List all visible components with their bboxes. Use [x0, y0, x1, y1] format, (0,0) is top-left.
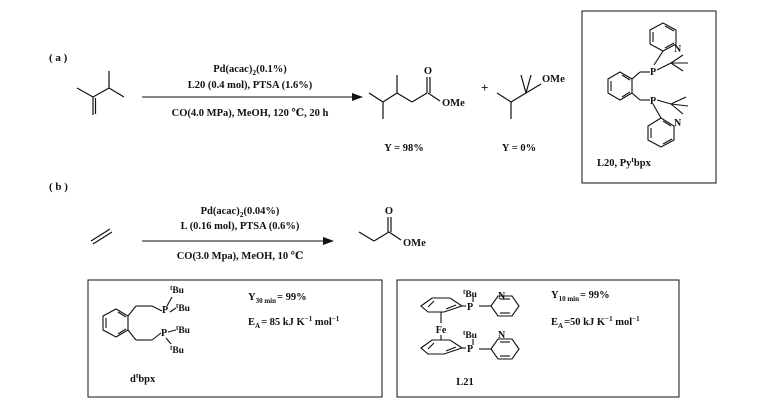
conditions-a-line2: L20 (0.4 mol), PTSA (1.6%) [188, 80, 313, 91]
product1-carbonyl-o: O [424, 66, 432, 77]
l21-tbu-top: tBu [463, 288, 478, 300]
l20-pyridine-n-bottom: N [674, 118, 682, 129]
ligand-l20-box [581, 10, 717, 184]
l21-caption: L21 [456, 377, 474, 388]
conditions-b-line1: Pd(acac)2(0.04%) [201, 206, 280, 219]
dtbpx-phosphorus-top: P [162, 305, 168, 316]
product-ester-structure [368, 75, 441, 119]
product2-ome: OMe [542, 74, 565, 85]
conditions-b-line3: CO(3.0 Mpa), MeOH, 10 ℃ [177, 251, 304, 262]
product1-ome: OMe [442, 98, 465, 109]
reaction-arrow-b [142, 237, 334, 245]
l20-phosphorus-bottom: P [650, 96, 656, 107]
product-ether-structure [496, 74, 542, 119]
dtbpx-phosphorus-bottom: P [161, 328, 167, 339]
l20-caption: L20, Pytbpx [597, 155, 652, 169]
conditions-a-line3: CO(4.0 MPa), MeOH, 120 ℃, 20 h [172, 108, 329, 119]
yield-product2: Y = 0% [502, 143, 536, 154]
plus-sign: + [481, 80, 488, 95]
dtbpx-structure [102, 296, 177, 345]
l20-phosphorus-top: P [650, 67, 656, 78]
l21-phosphorus-bottom: P [467, 344, 473, 355]
dtbpx-tbu-4: tBu [170, 344, 185, 356]
l20-pyridine-n-top: N [674, 44, 682, 55]
ethylene-structure [90, 228, 113, 245]
part-a-label: ( a ) [49, 52, 68, 64]
yield-product1: Y = 98% [384, 143, 423, 154]
dtbpx-activation-energy: EA= 85 kJ K−1 mol−1 [248, 315, 340, 330]
l21-pyridine-n-bottom: N [498, 330, 506, 341]
l21-iron: Fe [436, 325, 447, 336]
ligand-l21-box [396, 279, 680, 398]
conditions-b-line2: L (0.16 mol), PTSA (0.6%) [181, 221, 300, 232]
dtbpx-yield: Y30 min= 99% [248, 292, 307, 305]
dtbpx-tbu-1: tBu [170, 284, 185, 296]
tetramethylethylene-structure [76, 71, 125, 115]
dtbpx-tbu-3: tBu [176, 324, 191, 336]
propanoate-carbonyl-o: O [385, 206, 393, 217]
l21-pyridine-n-top: N [498, 291, 506, 302]
l21-structure [420, 294, 520, 360]
l21-yield: Y10 min= 99% [551, 290, 610, 303]
propanoate-ome: OMe [403, 238, 426, 249]
conditions-a-line1: Pd(acac)2(0.1%) [213, 64, 287, 77]
methyl-propanoate-structure [358, 217, 402, 242]
l21-tbu-bottom: tBu [463, 329, 478, 341]
reaction-arrow-a [142, 93, 363, 101]
dtbpx-caption: dtbpx [130, 371, 156, 385]
l21-activation-energy: EA=50 kJ K−1 mol−1 [551, 315, 640, 330]
ligand-dtbpx-box [87, 279, 383, 398]
l21-phosphorus-top: P [467, 302, 473, 313]
ligand-l20-structure [607, 22, 689, 148]
part-b-label: ( b ) [49, 181, 68, 193]
dtbpx-tbu-2: tBu [176, 302, 191, 314]
